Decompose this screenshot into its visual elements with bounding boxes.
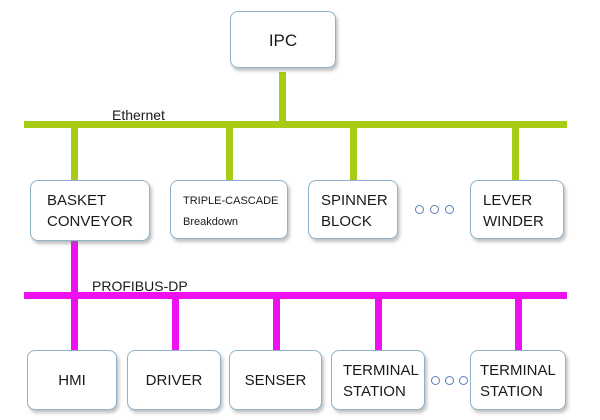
lever-winder-line2: WINDER xyxy=(483,213,544,230)
terminal-station-1-line1: TERMINAL xyxy=(343,362,419,379)
ellipsis-dot xyxy=(430,205,439,214)
ipc-box: IPC xyxy=(230,11,336,68)
senser-box: SENSER xyxy=(229,350,322,410)
profibus-drop-terminal-station-1 xyxy=(375,298,382,350)
terminal-station-box-2: TERMINAL STATION xyxy=(470,350,566,410)
driver-box: DRIVER xyxy=(127,350,221,410)
ipc-ethernet-drop xyxy=(279,72,286,122)
ethernet-bus xyxy=(24,121,567,128)
profibus-drop-senser xyxy=(273,298,280,350)
basket-conveyor-box: BASKET CONVEYOR xyxy=(30,180,150,241)
triple-cascade-line1: TRIPLE-CASCADE xyxy=(183,195,279,207)
lever-winder-line1: LEVER xyxy=(483,192,533,209)
basket-conveyor-line1: BASKET xyxy=(47,192,107,209)
triple-cascade-box: TRIPLE-CASCADE Breakdown xyxy=(170,180,288,239)
spinner-block-box: SPINNER BLOCK xyxy=(308,180,398,239)
ellipsis-dot xyxy=(431,376,440,385)
ellipsis-dot xyxy=(445,376,454,385)
lever-winder-box: LEVER WINDER xyxy=(470,180,564,239)
ethernet-label: Ethernet xyxy=(112,107,165,123)
ethernet-drop-spinner-block xyxy=(350,127,357,180)
terminal-station-1-line2: STATION xyxy=(343,383,406,400)
basket-conveyor-profibus-link xyxy=(71,241,78,293)
terminal-station-2-line1: TERMINAL xyxy=(480,362,556,379)
ellipsis-dot xyxy=(459,376,468,385)
ethernet-drop-basket-conveyor xyxy=(71,127,78,180)
profibus-drop-driver xyxy=(172,298,179,350)
profibus-bus xyxy=(24,292,567,299)
ellipsis-dot xyxy=(415,205,424,214)
terminal-station-2-line2: STATION xyxy=(480,383,543,400)
profibus-drop-hmi xyxy=(71,298,78,350)
terminal-station-box-1: TERMINAL STATION xyxy=(331,350,425,410)
profibus-label: PROFIBUS-DP xyxy=(92,278,188,294)
triple-cascade-line2: Breakdown xyxy=(183,216,239,228)
senser-label: SENSER xyxy=(244,372,307,389)
ellipsis-dot xyxy=(445,205,454,214)
hmi-label: HMI xyxy=(58,372,86,389)
spinner-block-line1: SPINNER xyxy=(321,192,388,209)
ethernet-drop-triple-cascade xyxy=(226,127,233,180)
hmi-box: HMI xyxy=(27,350,117,410)
ipc-label: IPC xyxy=(268,31,298,50)
ethernet-drop-lever-winder xyxy=(512,127,519,180)
driver-label: DRIVER xyxy=(145,372,203,389)
spinner-block-line2: BLOCK xyxy=(321,213,372,230)
basket-conveyor-line2: CONVEYOR xyxy=(47,213,133,230)
profibus-drop-terminal-station-2 xyxy=(515,298,522,350)
